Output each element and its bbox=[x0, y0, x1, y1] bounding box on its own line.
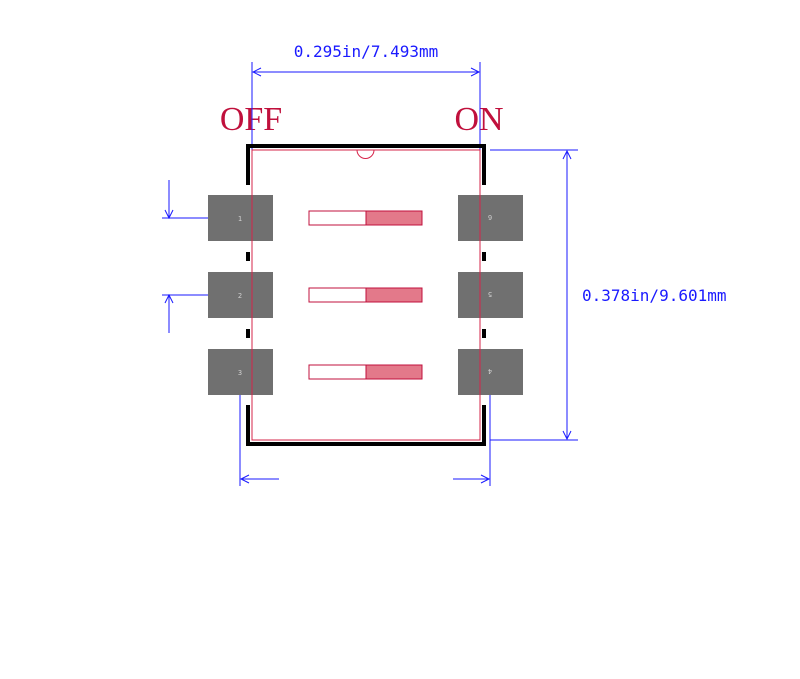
height-dimension-label: 0.378in/9.601mm bbox=[582, 286, 727, 305]
width-dimension bbox=[251, 62, 481, 218]
pad-number: 1 bbox=[238, 215, 242, 223]
pad-number: 5 bbox=[488, 290, 492, 298]
span-dimension bbox=[239, 372, 491, 486]
pad-5 bbox=[458, 272, 523, 318]
switch-2-knob bbox=[365, 287, 423, 303]
switch-1-knob bbox=[365, 210, 423, 226]
pads bbox=[208, 195, 523, 395]
pad-3 bbox=[208, 349, 273, 395]
switches bbox=[308, 210, 423, 380]
pad-numbers: 1 2 3 6 5 4 bbox=[238, 213, 492, 377]
pad-6 bbox=[458, 195, 523, 241]
pin1-notch bbox=[356, 149, 375, 159]
pad-4 bbox=[458, 349, 523, 395]
courtyard-outline bbox=[251, 149, 481, 441]
height-dimension bbox=[490, 149, 578, 441]
pad-1 bbox=[208, 195, 273, 241]
pad-number: 2 bbox=[238, 292, 242, 300]
pad-number: 4 bbox=[488, 367, 492, 375]
off-label: OFF bbox=[220, 101, 282, 138]
on-label: ON bbox=[454, 101, 503, 138]
pad-number: 6 bbox=[488, 213, 492, 221]
silkscreen-outline bbox=[246, 144, 486, 446]
width-dimension-label: 0.295in/7.493mm bbox=[294, 42, 439, 61]
switch-3-knob bbox=[365, 364, 423, 380]
pad-number: 3 bbox=[238, 369, 242, 377]
pad-2 bbox=[208, 272, 273, 318]
